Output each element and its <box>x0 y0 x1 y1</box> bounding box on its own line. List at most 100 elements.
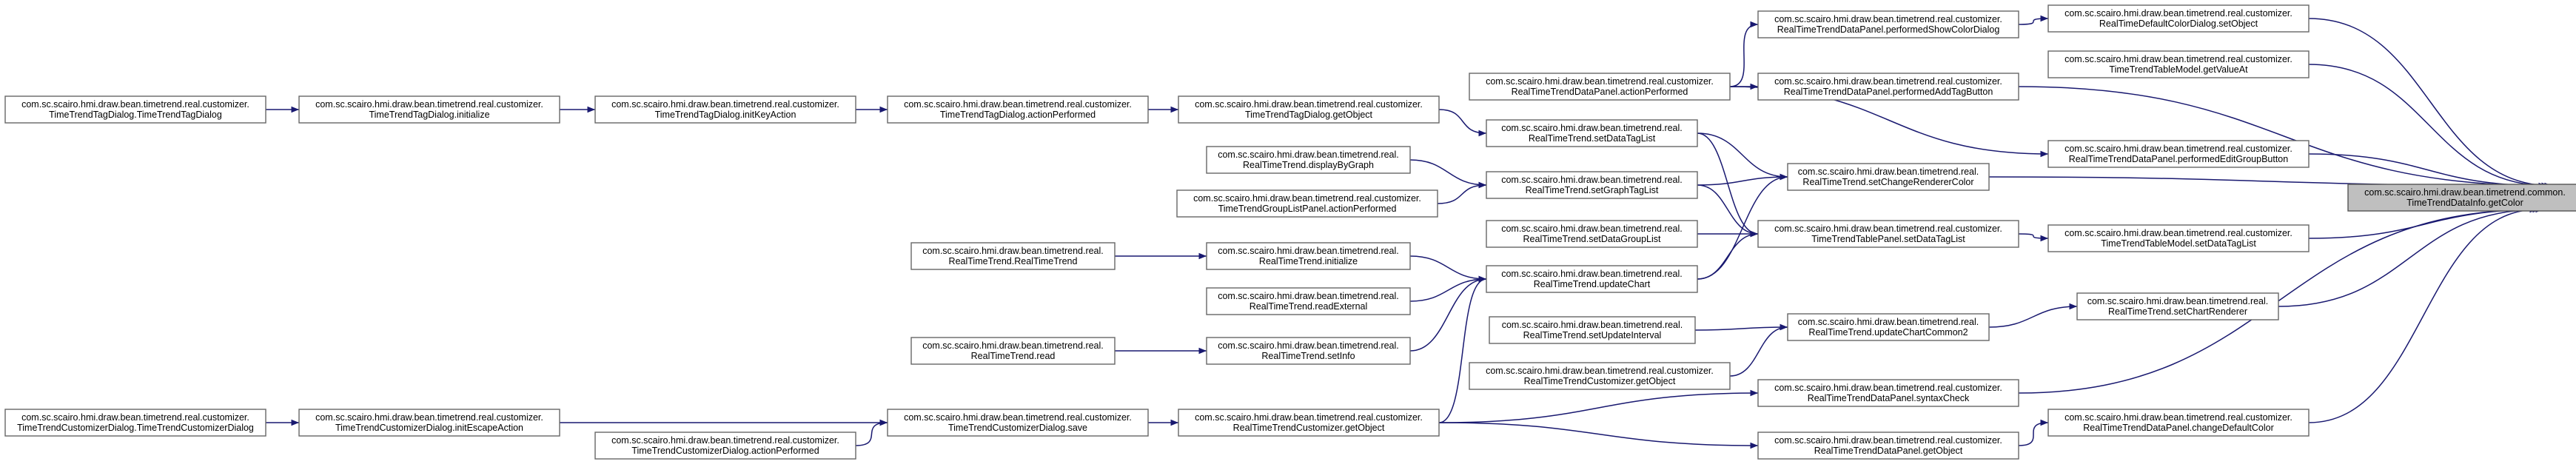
graph-node[interactable]: com.sc.scairo.hmi.draw.bean.timetrend.re… <box>1486 171 1698 199</box>
graph-node[interactable]: com.sc.scairo.hmi.draw.bean.timetrend.re… <box>1206 337 1411 365</box>
call-edge <box>1729 21 1759 87</box>
node-label: com.sc.scairo.hmi.draw.bean.timetrend.re… <box>1774 383 2002 393</box>
graph-node[interactable]: com.sc.scairo.hmi.draw.bean.timetrend.re… <box>1206 242 1411 270</box>
node-label: RealTimeTrendDataPanel.syntaxCheck <box>1808 393 1970 403</box>
node-label: TimeTrendTableModel.setDataTagList <box>2101 238 2256 249</box>
node-box <box>1757 432 2019 460</box>
node-box <box>1787 313 1990 341</box>
node-label: com.sc.scairo.hmi.draw.bean.timetrend.re… <box>315 412 543 423</box>
node-label: TimeTrendTagDialog.actionPerformed <box>940 110 1096 120</box>
node-label: TimeTrendTagDialog.initKeyAction <box>655 110 796 120</box>
root-node[interactable]: com.sc.scairo.hmi.draw.bean.timetrend.co… <box>2347 184 2576 212</box>
call-edge <box>855 419 888 446</box>
graph-node[interactable]: com.sc.scairo.hmi.draw.bean.timetrend.re… <box>594 95 856 124</box>
node-label: com.sc.scairo.hmi.draw.bean.timetrend.re… <box>922 246 1104 256</box>
node-box <box>2047 140 2310 168</box>
node-label: com.sc.scairo.hmi.draw.bean.timetrend.re… <box>2065 54 2292 64</box>
graph-node[interactable]: com.sc.scairo.hmi.draw.bean.timetrend.re… <box>1486 119 1698 147</box>
node-label: com.sc.scairo.hmi.draw.bean.timetrend.re… <box>1218 150 1399 160</box>
graph-node[interactable]: com.sc.scairo.hmi.draw.bean.timetrend.re… <box>1486 220 1698 248</box>
graph-node[interactable]: com.sc.scairo.hmi.draw.bean.timetrend.re… <box>1486 265 1698 293</box>
node-label: TimeTrendTagDialog.TimeTrendTagDialog <box>49 110 222 120</box>
node-box <box>594 432 856 460</box>
call-edge <box>1409 255 1487 283</box>
node-label: com.sc.scairo.hmi.draw.bean.timetrend.re… <box>315 99 543 110</box>
node-label: com.sc.scairo.hmi.draw.bean.timetrend.re… <box>1218 340 1399 351</box>
graph-node[interactable]: com.sc.scairo.hmi.draw.bean.timetrend.re… <box>2076 292 2279 320</box>
node-layer: com.sc.scairo.hmi.draw.bean.timetrend.co… <box>4 4 2576 460</box>
graph-node[interactable]: com.sc.scairo.hmi.draw.bean.timetrend.re… <box>2047 140 2310 168</box>
graph-node[interactable]: com.sc.scairo.hmi.draw.bean.timetrend.re… <box>4 409 266 437</box>
node-label: TimeTrendTagDialog.initialize <box>369 110 489 120</box>
graph-node[interactable]: com.sc.scairo.hmi.draw.bean.timetrend.re… <box>1469 362 1731 390</box>
node-label: com.sc.scairo.hmi.draw.bean.timetrend.re… <box>1501 269 1683 279</box>
graph-node[interactable]: com.sc.scairo.hmi.draw.bean.timetrend.re… <box>1757 10 2019 38</box>
node-label: TimeTrendCustomizerDialog.save <box>948 423 1087 433</box>
graph-node[interactable]: com.sc.scairo.hmi.draw.bean.timetrend.re… <box>910 242 1116 270</box>
graph-node[interactable]: com.sc.scairo.hmi.draw.bean.timetrend.re… <box>910 337 1116 365</box>
node-label: RealTimeTrend.initialize <box>1259 256 1358 266</box>
node-box <box>1206 242 1411 270</box>
node-box <box>2047 50 2310 78</box>
call-edge <box>1697 184 1759 238</box>
call-edge <box>1409 275 1487 302</box>
node-label: RealTimeTrend.setChangeRendererColor <box>1802 177 1973 187</box>
node-label: com.sc.scairo.hmi.draw.bean.timetrend.re… <box>611 99 839 110</box>
node-box <box>1486 119 1698 147</box>
graph-node[interactable]: com.sc.scairo.hmi.draw.bean.timetrend.re… <box>1206 146 1411 174</box>
node-label: com.sc.scairo.hmi.draw.bean.timetrend.re… <box>1486 76 1714 87</box>
call-edge <box>1697 132 1759 238</box>
graph-node[interactable]: com.sc.scairo.hmi.draw.bean.timetrend.re… <box>1178 409 1440 437</box>
graph-node[interactable]: com.sc.scairo.hmi.draw.bean.timetrend.re… <box>2047 409 2310 437</box>
node-box <box>1757 73 2019 101</box>
graph-node[interactable]: com.sc.scairo.hmi.draw.bean.timetrend.re… <box>2047 50 2310 78</box>
node-label: RealTimeTrend.read <box>971 351 1056 361</box>
graph-node[interactable]: com.sc.scairo.hmi.draw.bean.timetrend.re… <box>298 409 560 437</box>
node-box <box>1469 362 1731 390</box>
node-label: com.sc.scairo.hmi.draw.bean.timetrend.re… <box>922 340 1104 351</box>
node-box <box>1486 265 1698 293</box>
graph-node[interactable]: com.sc.scairo.hmi.draw.bean.timetrend.re… <box>4 95 266 124</box>
graph-node[interactable]: com.sc.scairo.hmi.draw.bean.timetrend.re… <box>1787 313 1990 341</box>
graph-node[interactable]: com.sc.scairo.hmi.draw.bean.timetrend.re… <box>887 409 1149 437</box>
node-label: com.sc.scairo.hmi.draw.bean.timetrend.re… <box>2065 8 2292 19</box>
graph-node[interactable]: com.sc.scairo.hmi.draw.bean.timetrend.re… <box>1176 189 1438 218</box>
node-label: RealTimeTrend.updateChartCommon2 <box>1808 327 1968 338</box>
call-edge <box>2018 86 2550 189</box>
node-label: RealTimeTrendDataPanel.performedEditGrou… <box>2069 154 2288 164</box>
graph-node[interactable]: com.sc.scairo.hmi.draw.bean.timetrend.re… <box>1206 287 1411 315</box>
graph-node[interactable]: com.sc.scairo.hmi.draw.bean.timetrend.re… <box>1469 73 1731 101</box>
node-label: com.sc.scairo.hmi.draw.bean.timetrend.re… <box>1502 320 1683 330</box>
node-box <box>298 409 560 437</box>
node-label: TimeTrendGroupListPanel.actionPerformed <box>1218 204 1397 214</box>
node-box <box>4 409 266 437</box>
graph-node[interactable]: com.sc.scairo.hmi.draw.bean.timetrend.re… <box>887 95 1149 124</box>
graph-node[interactable]: com.sc.scairo.hmi.draw.bean.timetrend.re… <box>594 432 856 460</box>
call-edge <box>2018 419 2049 446</box>
graph-node[interactable]: com.sc.scairo.hmi.draw.bean.timetrend.re… <box>1787 163 1990 191</box>
node-label: com.sc.scairo.hmi.draw.bean.timetrend.re… <box>21 99 249 110</box>
node-box <box>594 95 856 124</box>
call-edge <box>1409 159 1487 189</box>
node-box <box>1206 337 1411 365</box>
graph-node[interactable]: com.sc.scairo.hmi.draw.bean.timetrend.re… <box>1757 73 2019 101</box>
graph-node[interactable]: com.sc.scairo.hmi.draw.bean.timetrend.re… <box>1757 220 2019 248</box>
node-label: com.sc.scairo.hmi.draw.bean.timetrend.re… <box>1774 76 2002 87</box>
graph-node[interactable]: com.sc.scairo.hmi.draw.bean.timetrend.re… <box>1178 95 1440 124</box>
graph-node[interactable]: com.sc.scairo.hmi.draw.bean.timetrend.re… <box>2047 224 2310 252</box>
node-box <box>2047 4 2310 33</box>
call-edge <box>1697 173 1788 186</box>
node-label: com.sc.scairo.hmi.draw.bean.timetrend.re… <box>1798 317 1979 327</box>
node-box <box>887 409 1149 437</box>
node-label: RealTimeTrendDataPanel.changeDefaultColo… <box>2083 423 2274 433</box>
node-box <box>1489 316 1696 344</box>
graph-node[interactable]: com.sc.scairo.hmi.draw.bean.timetrend.re… <box>298 95 560 124</box>
graph-node[interactable]: com.sc.scairo.hmi.draw.bean.timetrend.re… <box>1757 379 2019 407</box>
graph-node[interactable]: com.sc.scairo.hmi.draw.bean.timetrend.re… <box>1489 316 1696 344</box>
node-box <box>887 95 1149 124</box>
graph-node[interactable]: com.sc.scairo.hmi.draw.bean.timetrend.re… <box>2047 4 2310 33</box>
call-edge <box>2308 206 2538 423</box>
graph-node[interactable]: com.sc.scairo.hmi.draw.bean.timetrend.re… <box>1757 432 2019 460</box>
node-label: com.sc.scairo.hmi.draw.bean.timetrend.re… <box>1501 175 1683 185</box>
